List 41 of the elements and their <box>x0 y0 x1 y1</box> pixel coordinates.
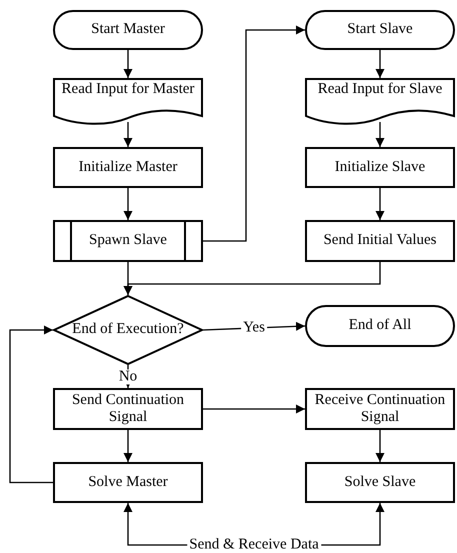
arrow <box>124 262 381 295</box>
process-box <box>305 462 455 503</box>
node-label: Solve Slave <box>343 474 417 492</box>
node-label: Send Continuation Signal <box>70 392 186 426</box>
process-box <box>53 462 203 503</box>
arrow <box>203 404 305 414</box>
process-box <box>53 388 203 430</box>
terminal-box <box>305 10 455 50</box>
document-shape <box>53 78 203 126</box>
arrow <box>376 122 384 147</box>
subprocess-box <box>53 220 203 262</box>
node-label: Start Slave <box>346 21 414 39</box>
arrow <box>203 26 305 242</box>
node-label: End of Execution? <box>71 321 185 339</box>
edge-label: No <box>116 369 140 384</box>
arrow <box>376 430 384 462</box>
arrow <box>124 122 132 147</box>
node-label: End of All <box>348 317 412 335</box>
terminal-box <box>53 10 203 50</box>
decision-diamond <box>53 295 203 365</box>
node-label: Read Input for Slave <box>316 81 444 98</box>
arrow <box>124 430 132 462</box>
node-label: Read Input for Master <box>60 81 196 98</box>
node-label: Initialize Slave <box>334 158 426 176</box>
document-shape <box>305 78 455 126</box>
terminal-box <box>305 305 455 347</box>
arrow <box>124 50 132 78</box>
node-label: Send Initial Values <box>322 232 438 250</box>
node-label: Initialize Master <box>78 158 178 176</box>
process-box <box>305 147 455 188</box>
arrow <box>376 188 384 220</box>
process-box <box>305 388 455 430</box>
node-label: Receive Continuation Signal <box>314 392 446 426</box>
arrow <box>9 326 53 484</box>
node-label: Spawn Slave <box>88 232 168 250</box>
node-label: Solve Master <box>87 474 169 492</box>
process-box <box>305 220 455 262</box>
process-box <box>53 147 203 188</box>
arrow <box>124 188 132 220</box>
node-label: Start Master <box>90 21 166 39</box>
arrow <box>376 50 384 78</box>
